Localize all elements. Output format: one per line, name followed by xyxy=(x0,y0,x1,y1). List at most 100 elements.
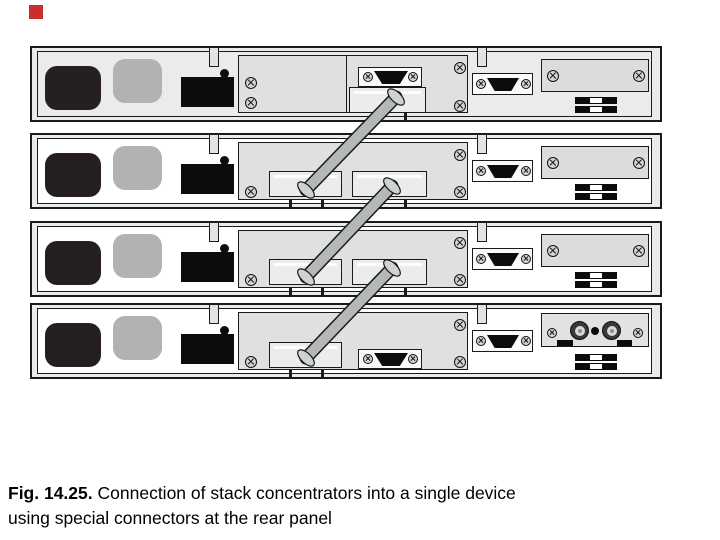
stack-socket xyxy=(349,87,426,113)
screw xyxy=(476,254,486,264)
screw xyxy=(454,149,466,161)
stack-socket xyxy=(269,171,342,197)
mount-tab-left xyxy=(209,304,219,324)
module-db-connector xyxy=(358,349,422,369)
stack-bar xyxy=(575,363,617,370)
dark-port xyxy=(45,323,101,367)
power-connector xyxy=(181,334,234,364)
screw xyxy=(521,79,531,89)
module-notch xyxy=(289,287,292,295)
concentrator-unit-3 xyxy=(30,221,662,297)
led-dot xyxy=(220,244,229,253)
stack-bars xyxy=(575,97,617,113)
power-connector xyxy=(181,164,234,194)
screw xyxy=(245,186,257,198)
db-connector-icon xyxy=(487,165,519,178)
mount-tab-right xyxy=(477,222,487,242)
screw xyxy=(245,97,257,109)
screw xyxy=(454,62,466,74)
concentrator-unit-1 xyxy=(30,46,662,122)
gray-port xyxy=(113,316,162,360)
stack-socket xyxy=(269,259,342,285)
stack-bars xyxy=(575,272,617,288)
bnc-tab xyxy=(557,340,573,346)
stack-bar xyxy=(575,106,617,113)
screw xyxy=(633,70,645,82)
blank-plate xyxy=(541,146,649,179)
stack-bar xyxy=(575,354,617,361)
screw xyxy=(547,328,557,338)
figure-caption-text-line1: Connection of stack concentrators into a… xyxy=(97,483,516,503)
module-notch xyxy=(321,287,324,295)
concentrator-unit-4 xyxy=(30,303,662,379)
bnc-connector-2 xyxy=(602,321,621,340)
led-dot xyxy=(220,326,229,335)
figure-caption: Fig. 14.25. Connection of stack concentr… xyxy=(8,481,588,530)
stack-socket xyxy=(269,342,342,368)
screw xyxy=(521,254,531,264)
screw xyxy=(454,186,466,198)
stack-bar xyxy=(575,272,617,279)
screw xyxy=(363,72,373,82)
screw xyxy=(633,245,645,257)
screw xyxy=(633,328,643,338)
module-notch xyxy=(404,199,407,207)
slide-marker xyxy=(29,5,43,19)
db-connector-plate xyxy=(472,248,533,270)
screw xyxy=(454,237,466,249)
module-notch xyxy=(321,369,324,377)
mount-tab-right xyxy=(477,47,487,67)
screw xyxy=(245,77,257,89)
stack-bar xyxy=(575,184,617,191)
mount-tab-left xyxy=(209,134,219,154)
dark-port xyxy=(45,66,101,110)
screw xyxy=(476,166,486,176)
concentrator-unit-2 xyxy=(30,133,662,209)
mount-tab-right xyxy=(477,134,487,154)
stack-module xyxy=(238,230,468,288)
screw xyxy=(454,319,466,331)
db-connector-plate xyxy=(472,160,533,182)
screw xyxy=(454,274,466,286)
screw xyxy=(363,354,373,364)
db-connector-icon xyxy=(487,78,519,91)
screw xyxy=(476,79,486,89)
stack-module xyxy=(238,142,468,200)
module-notch xyxy=(404,112,407,120)
stack-module xyxy=(238,55,468,113)
stack-bar xyxy=(575,97,617,104)
db-connector-icon xyxy=(374,353,408,366)
module-db-connector xyxy=(358,67,422,87)
bnc-connector-1 xyxy=(570,321,589,340)
screw xyxy=(521,166,531,176)
screw xyxy=(633,157,645,169)
gray-port xyxy=(113,234,162,278)
db-connector-icon xyxy=(374,71,408,84)
stack-module xyxy=(238,312,468,370)
db-connector-plate xyxy=(472,73,533,95)
screw xyxy=(408,72,418,82)
screw xyxy=(476,336,486,346)
db-connector-plate xyxy=(472,330,533,352)
dark-port xyxy=(45,241,101,285)
stack-bars xyxy=(575,354,617,370)
stack-bars xyxy=(575,184,617,200)
bnc-plate xyxy=(541,313,649,347)
screw xyxy=(521,336,531,346)
module-notch xyxy=(404,287,407,295)
screw xyxy=(547,245,559,257)
db-connector-icon xyxy=(487,335,519,348)
module-notch xyxy=(289,199,292,207)
mount-tab-left xyxy=(209,222,219,242)
module-notch xyxy=(321,199,324,207)
bnc-dot xyxy=(591,327,599,335)
power-connector xyxy=(181,252,234,282)
screw xyxy=(454,100,466,112)
stack-socket xyxy=(352,171,427,197)
stack-bar xyxy=(575,281,617,288)
screw xyxy=(454,356,466,368)
mount-tab-left xyxy=(209,47,219,67)
stack-bar xyxy=(575,193,617,200)
blank-plate xyxy=(541,234,649,267)
